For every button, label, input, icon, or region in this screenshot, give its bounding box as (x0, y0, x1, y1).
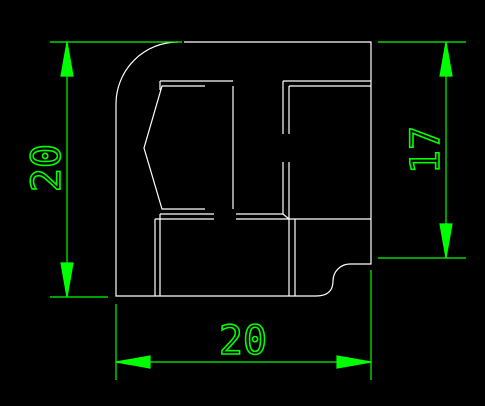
bottom-arrow-left (115, 355, 151, 369)
mid-parting-line (155, 213, 371, 220)
bottom-arrow-right (336, 355, 372, 369)
part-geometry (115, 41, 372, 297)
left-arrow-bottom (60, 262, 74, 298)
left-dimension-label: 20 (24, 144, 70, 192)
upper-bore-left-inner (159, 80, 233, 90)
dimensions (50, 41, 466, 380)
right-arrow-bottom (439, 223, 453, 259)
right-dimension-label: 17 (403, 126, 449, 174)
right-arrow-top (439, 41, 453, 77)
upper-bore-right-section-lower (282, 162, 290, 214)
upper-bore-right-section (282, 80, 371, 134)
lower-bore-walls (154, 214, 296, 296)
upper-bore-left-wall (143, 85, 205, 210)
left-arrow-top (60, 41, 74, 77)
bottom-dimension-label: 20 (219, 318, 267, 364)
part-outer-profile (115, 41, 372, 297)
